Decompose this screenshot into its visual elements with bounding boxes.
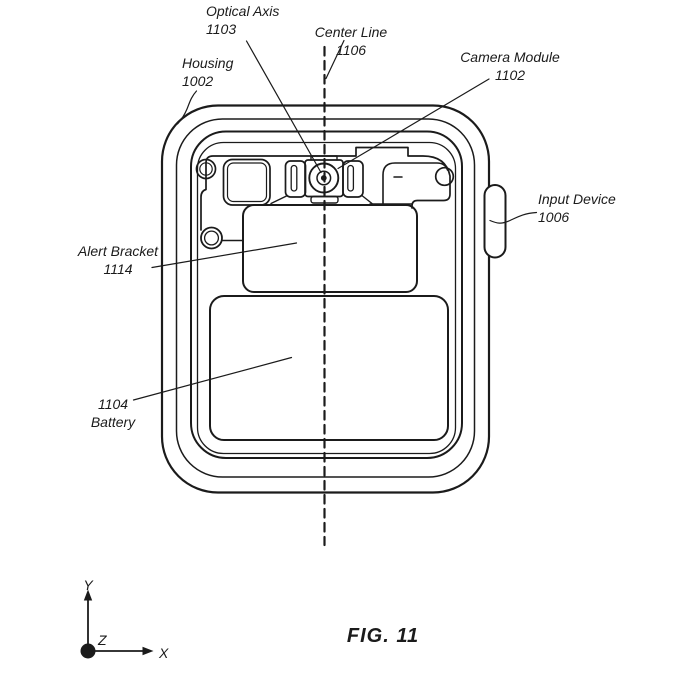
housing-leader xyxy=(176,90,198,125)
screw-boss-top-left xyxy=(195,158,217,180)
label-center-line-name: Center Line xyxy=(314,24,388,40)
component-block xyxy=(222,158,271,206)
x-axis-label: X xyxy=(158,645,169,661)
label-alert-bracket-number: 1114 xyxy=(103,260,133,277)
label-housing: Housing 1002 xyxy=(182,55,233,90)
label-battery-number: 1104 xyxy=(97,396,129,412)
left-wing-link xyxy=(270,195,288,205)
input-device-button xyxy=(483,184,507,259)
label-camera-module-name: Camera Module xyxy=(460,49,560,65)
right-wing-link xyxy=(361,195,373,205)
screw-boss-mid-left xyxy=(200,226,223,250)
label-center-line-number: 1106 xyxy=(335,41,367,58)
chassis-plate xyxy=(200,146,451,231)
label-housing-name: Housing xyxy=(182,55,234,71)
label-optical-axis: Optical Axis 1103 xyxy=(206,3,279,38)
label-camera-module: Camera Module 1102 xyxy=(460,49,560,84)
label-input-device: Input Device 1006 xyxy=(538,191,616,226)
optical-axis-leader xyxy=(245,40,322,174)
input-device-leader xyxy=(489,211,538,224)
alert-bracket-outline xyxy=(242,204,418,293)
y-axis-label: Y xyxy=(83,577,94,593)
display-frame-inner xyxy=(196,141,457,455)
label-battery-name: Battery xyxy=(90,413,136,430)
label-input-device-name: Input Device xyxy=(538,191,616,207)
center-line-leader xyxy=(325,39,345,80)
camera-right-slot xyxy=(347,164,355,192)
y-axis-arrowhead xyxy=(83,589,93,601)
display-frame-outer xyxy=(190,130,463,459)
label-optical-axis-name: Optical Axis xyxy=(206,3,280,19)
figure-caption: FIG. 11 xyxy=(346,625,420,647)
label-housing-number: 1002 xyxy=(182,72,214,89)
camera-module-leader xyxy=(337,78,490,170)
camera-lens-inner xyxy=(316,170,332,186)
label-camera-module-number: 1102 xyxy=(494,66,526,83)
z-axis-dot xyxy=(80,643,96,659)
label-input-device-number: 1006 xyxy=(538,208,570,225)
x-axis-arrowhead xyxy=(142,646,154,656)
component-block-inner xyxy=(226,162,268,203)
label-alert-bracket: Alert Bracket 1114 xyxy=(78,243,158,278)
label-optical-axis-number: 1103 xyxy=(206,20,237,37)
z-axis-label: Z xyxy=(97,632,107,648)
label-alert-bracket-name: Alert Bracket xyxy=(77,243,159,259)
coordinate-axes xyxy=(80,589,154,659)
label-center-line: Center Line 1106 xyxy=(315,24,387,59)
camera-top-tab xyxy=(310,155,338,161)
screw-hole-right xyxy=(434,166,455,187)
screw-boss-top-left-inner xyxy=(199,162,213,176)
screw-boss-mid-left-inner xyxy=(203,230,220,246)
alert-bracket-leader xyxy=(151,242,298,269)
battery-outline xyxy=(209,295,449,441)
label-battery: 1104 Battery xyxy=(91,396,135,431)
camera-left-slot xyxy=(290,164,298,192)
battery-leader xyxy=(132,356,293,401)
right-plate xyxy=(382,162,449,205)
